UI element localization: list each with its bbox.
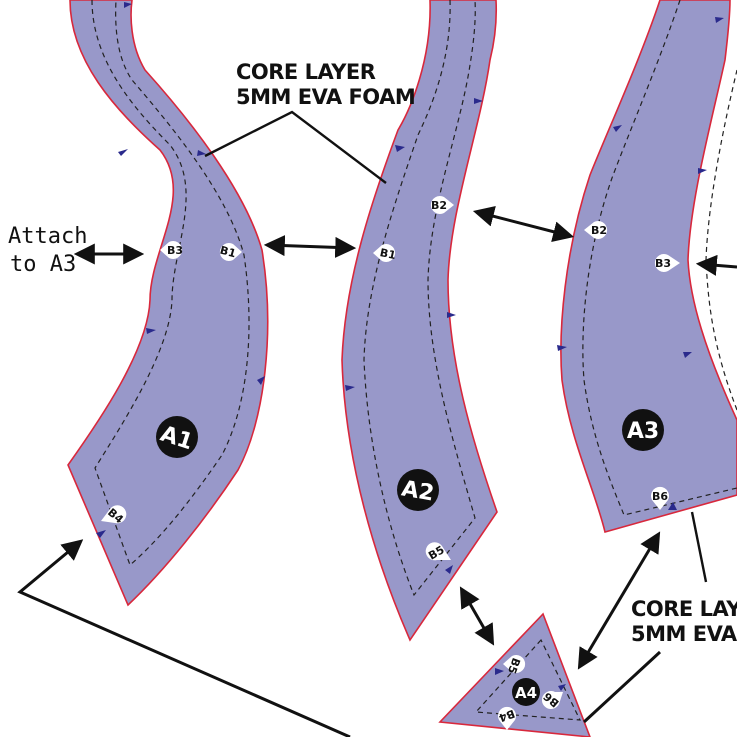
core-label-right-line1: CORE LAYER — [631, 597, 737, 621]
match-marker-a1-b3: B3 — [160, 241, 183, 259]
match-marker-a2-b5: B5 — [425, 542, 451, 563]
match-marker-a1-b1: B1 — [219, 243, 242, 261]
notch — [715, 17, 724, 23]
core-label-right-leader — [690, 511, 708, 583]
match-marker-label: B5 — [505, 656, 523, 676]
notch — [395, 145, 405, 152]
match-marker-label: B6 — [652, 490, 668, 503]
piece-badge-a2: A2 — [397, 469, 439, 511]
notch — [124, 2, 132, 8]
piece-a1 — [67, 0, 269, 607]
match-marker-a3-b3: B3 — [654, 254, 680, 272]
notch — [668, 502, 677, 510]
notch — [96, 530, 106, 538]
piece-badge-a2-label: A2 — [400, 476, 436, 506]
notch — [345, 385, 355, 391]
notch — [197, 150, 206, 156]
notch — [557, 345, 567, 351]
notch — [613, 125, 622, 132]
match-marker-a1-b4: B4 — [101, 505, 127, 526]
piece-badge-a4: A4 — [512, 678, 540, 706]
notch — [698, 168, 707, 174]
attach-label-line2: to A3 — [10, 252, 76, 277]
arrow-a2-a4 — [459, 586, 495, 646]
match-marker-a2-b1: B1 — [373, 244, 397, 262]
piece-a4-seam-line — [474, 638, 581, 721]
core-label-top-leaders — [204, 110, 387, 184]
core-label-top-line2: 5MM EVA FOAM — [236, 85, 415, 109]
piece-a2-notches — [345, 98, 483, 574]
core-label-top: CORE LAYER 5MM EVA FOAM — [236, 60, 416, 109]
arrow-a3-right — [695, 254, 737, 276]
piece-a1-notches — [96, 2, 265, 538]
piece-badge-a1: A1 — [156, 416, 198, 458]
arrow-a1-a2 — [263, 235, 357, 258]
match-marker-a3-b6: B6 — [651, 486, 669, 510]
match-marker-label: B2 — [431, 199, 447, 212]
piece-a1-seam-line — [91, 0, 250, 567]
piece-a1-outline — [67, 0, 269, 607]
arrow-a1-a4 — [17, 539, 351, 737]
match-marker-a4-b6: B6 — [541, 689, 563, 710]
notch — [683, 352, 692, 358]
piece-a3-notches — [557, 17, 724, 510]
connection-arrows — [17, 206, 737, 737]
piece-a2-outline — [341, 0, 498, 642]
notch — [558, 684, 566, 691]
core-label-right-line2: 5MM EVA FO — [631, 622, 737, 646]
piece-badge-a4-label: A4 — [515, 684, 537, 702]
match-marker-a4-b5: B5 — [503, 655, 526, 676]
notch — [495, 668, 504, 675]
arrow-a3-a4 — [577, 531, 661, 670]
match-marker-a4-b4: B4 — [497, 707, 517, 730]
notch — [257, 376, 265, 385]
arrow-a4-right — [582, 650, 662, 724]
core-label-top-line1: CORE LAYER — [236, 60, 376, 84]
match-marker-label: B2 — [591, 224, 607, 237]
piece-a2 — [341, 0, 498, 642]
match-marker-label: B1 — [379, 246, 397, 262]
piece-a3 — [557, 0, 737, 533]
piece-badge-a3: A3 — [622, 409, 664, 451]
attach-label: Attach to A3 — [8, 224, 87, 277]
notch — [447, 312, 456, 318]
piece-a2-seam-line — [363, 0, 476, 597]
notch — [474, 98, 483, 104]
arrow-a2-a3 — [472, 206, 575, 242]
match-marker-label: B4 — [497, 707, 517, 725]
attach-label-line1: Attach — [8, 224, 87, 249]
piece-a4-notches — [495, 668, 566, 691]
match-marker-a2-b2: B2 — [430, 196, 454, 214]
piece-badge-a3-label: A3 — [627, 419, 659, 444]
match-marker-label: B3 — [655, 257, 671, 270]
match-marker-label: B1 — [219, 244, 238, 261]
notch — [118, 149, 128, 156]
match-marker-a3-b2: B2 — [584, 221, 608, 239]
notch — [445, 565, 453, 574]
notch — [146, 328, 156, 334]
match-marker-label: B3 — [167, 244, 183, 257]
core-label-right: CORE LAYER 5MM EVA FO — [631, 597, 737, 646]
